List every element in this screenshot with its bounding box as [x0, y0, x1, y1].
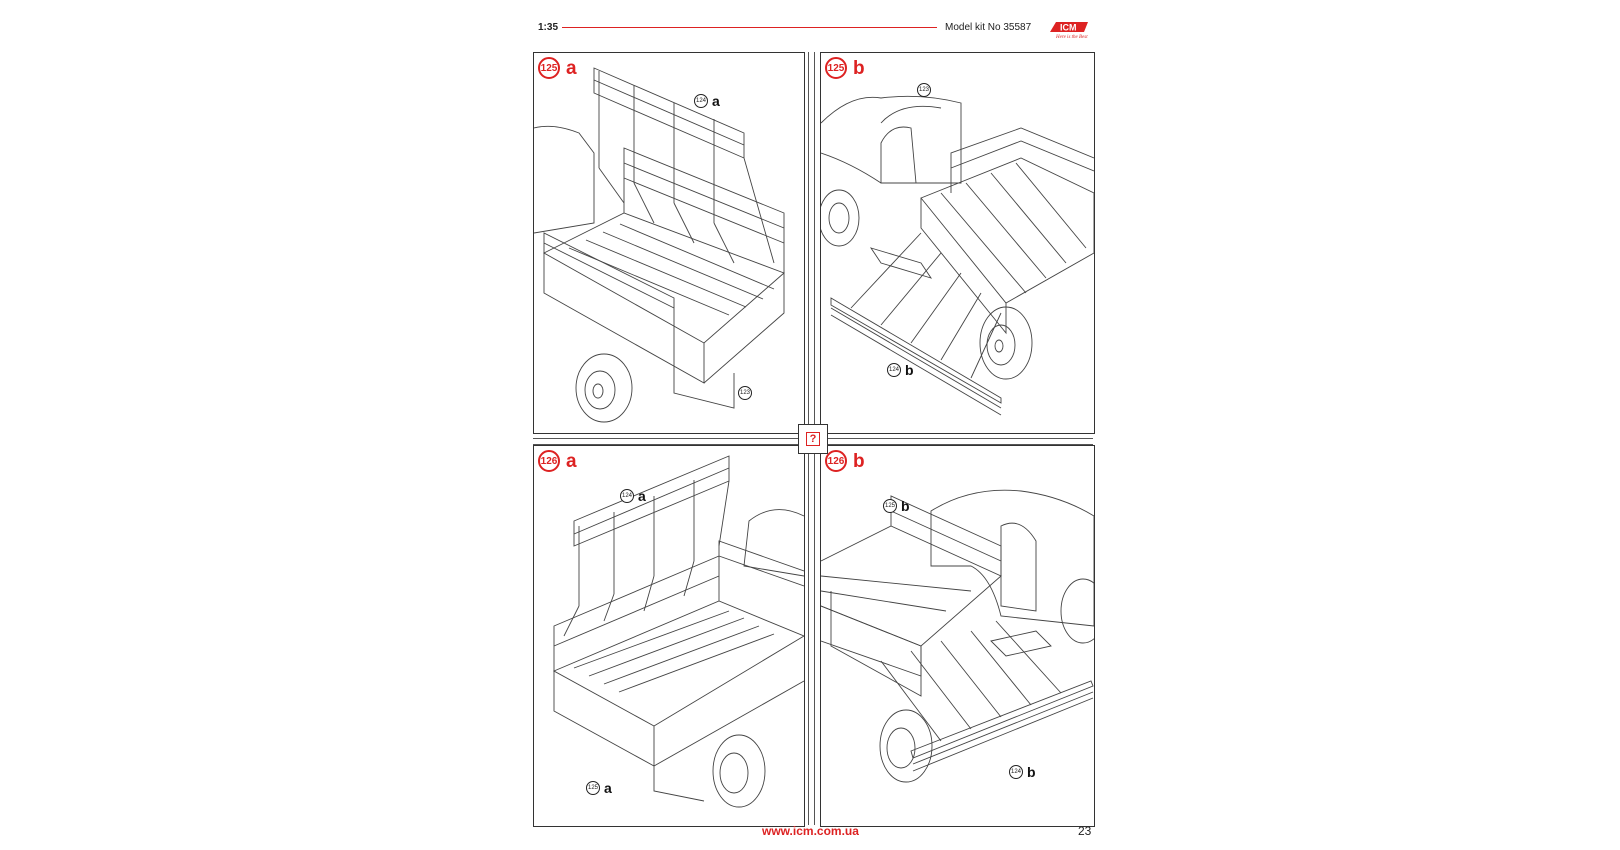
- callout-number: 124: [1009, 765, 1023, 779]
- callout-124a: 124 a: [620, 488, 646, 504]
- callout-124a: 124 a: [694, 93, 720, 109]
- callout-letter: a: [712, 93, 720, 109]
- callout-125b: 125 b: [883, 498, 910, 514]
- question-mark: ?: [806, 432, 820, 446]
- callout-number: 125: [586, 781, 600, 795]
- panel-125b: 125 b 123 124 b: [820, 52, 1095, 434]
- step-126a: 126 a: [538, 450, 577, 472]
- step-number: 125: [825, 57, 847, 79]
- step-letter: b: [853, 57, 865, 79]
- callout-number: 124: [887, 363, 901, 377]
- callout-letter: b: [905, 362, 914, 378]
- callout-number: 123: [917, 83, 931, 97]
- step-letter: b: [853, 450, 865, 472]
- model-kit-number: Model kit No 35587: [945, 22, 1032, 33]
- step-number: 125: [538, 57, 560, 79]
- callout-letter: a: [638, 488, 646, 504]
- panel-126b: 126 b 125 b 124 b: [820, 445, 1095, 827]
- callout-number: 124: [694, 94, 708, 108]
- check-box: ?: [798, 424, 828, 454]
- svg-text:Here is the Best: Here is the Best: [1055, 35, 1088, 40]
- callout-number: 125: [883, 499, 897, 513]
- callout-number: 124: [620, 489, 634, 503]
- callout-letter: b: [901, 498, 910, 514]
- step-number: 126: [538, 450, 560, 472]
- svg-text:ICM: ICM: [1060, 23, 1077, 33]
- callout-123: 123: [738, 386, 752, 400]
- step-125b: 125 b: [825, 57, 865, 79]
- icm-logo: ICM Here is the Best: [1046, 18, 1094, 40]
- step-126b: 126 b: [825, 450, 865, 472]
- callout-125a: 125 a: [586, 780, 612, 796]
- step-letter: a: [566, 450, 577, 472]
- callout-123: 123: [917, 83, 931, 97]
- header-rule: [562, 27, 937, 28]
- scale-label: 1:35: [538, 22, 559, 33]
- step-number: 126: [825, 450, 847, 472]
- callout-124b: 124 b: [1009, 764, 1036, 780]
- panel-126a: 126 a 124 a 125 a: [533, 445, 805, 827]
- website-url: www.icm.com.ua: [762, 824, 859, 838]
- page-number: 23: [1078, 824, 1092, 838]
- step-125a: 125 a: [538, 57, 577, 79]
- panel-125a: 125 a 124 a 123: [533, 52, 805, 434]
- callout-number: 123: [738, 386, 752, 400]
- callout-124b: 124 b: [887, 362, 914, 378]
- callout-letter: a: [604, 780, 612, 796]
- callout-letter: b: [1027, 764, 1036, 780]
- step-letter: a: [566, 57, 577, 79]
